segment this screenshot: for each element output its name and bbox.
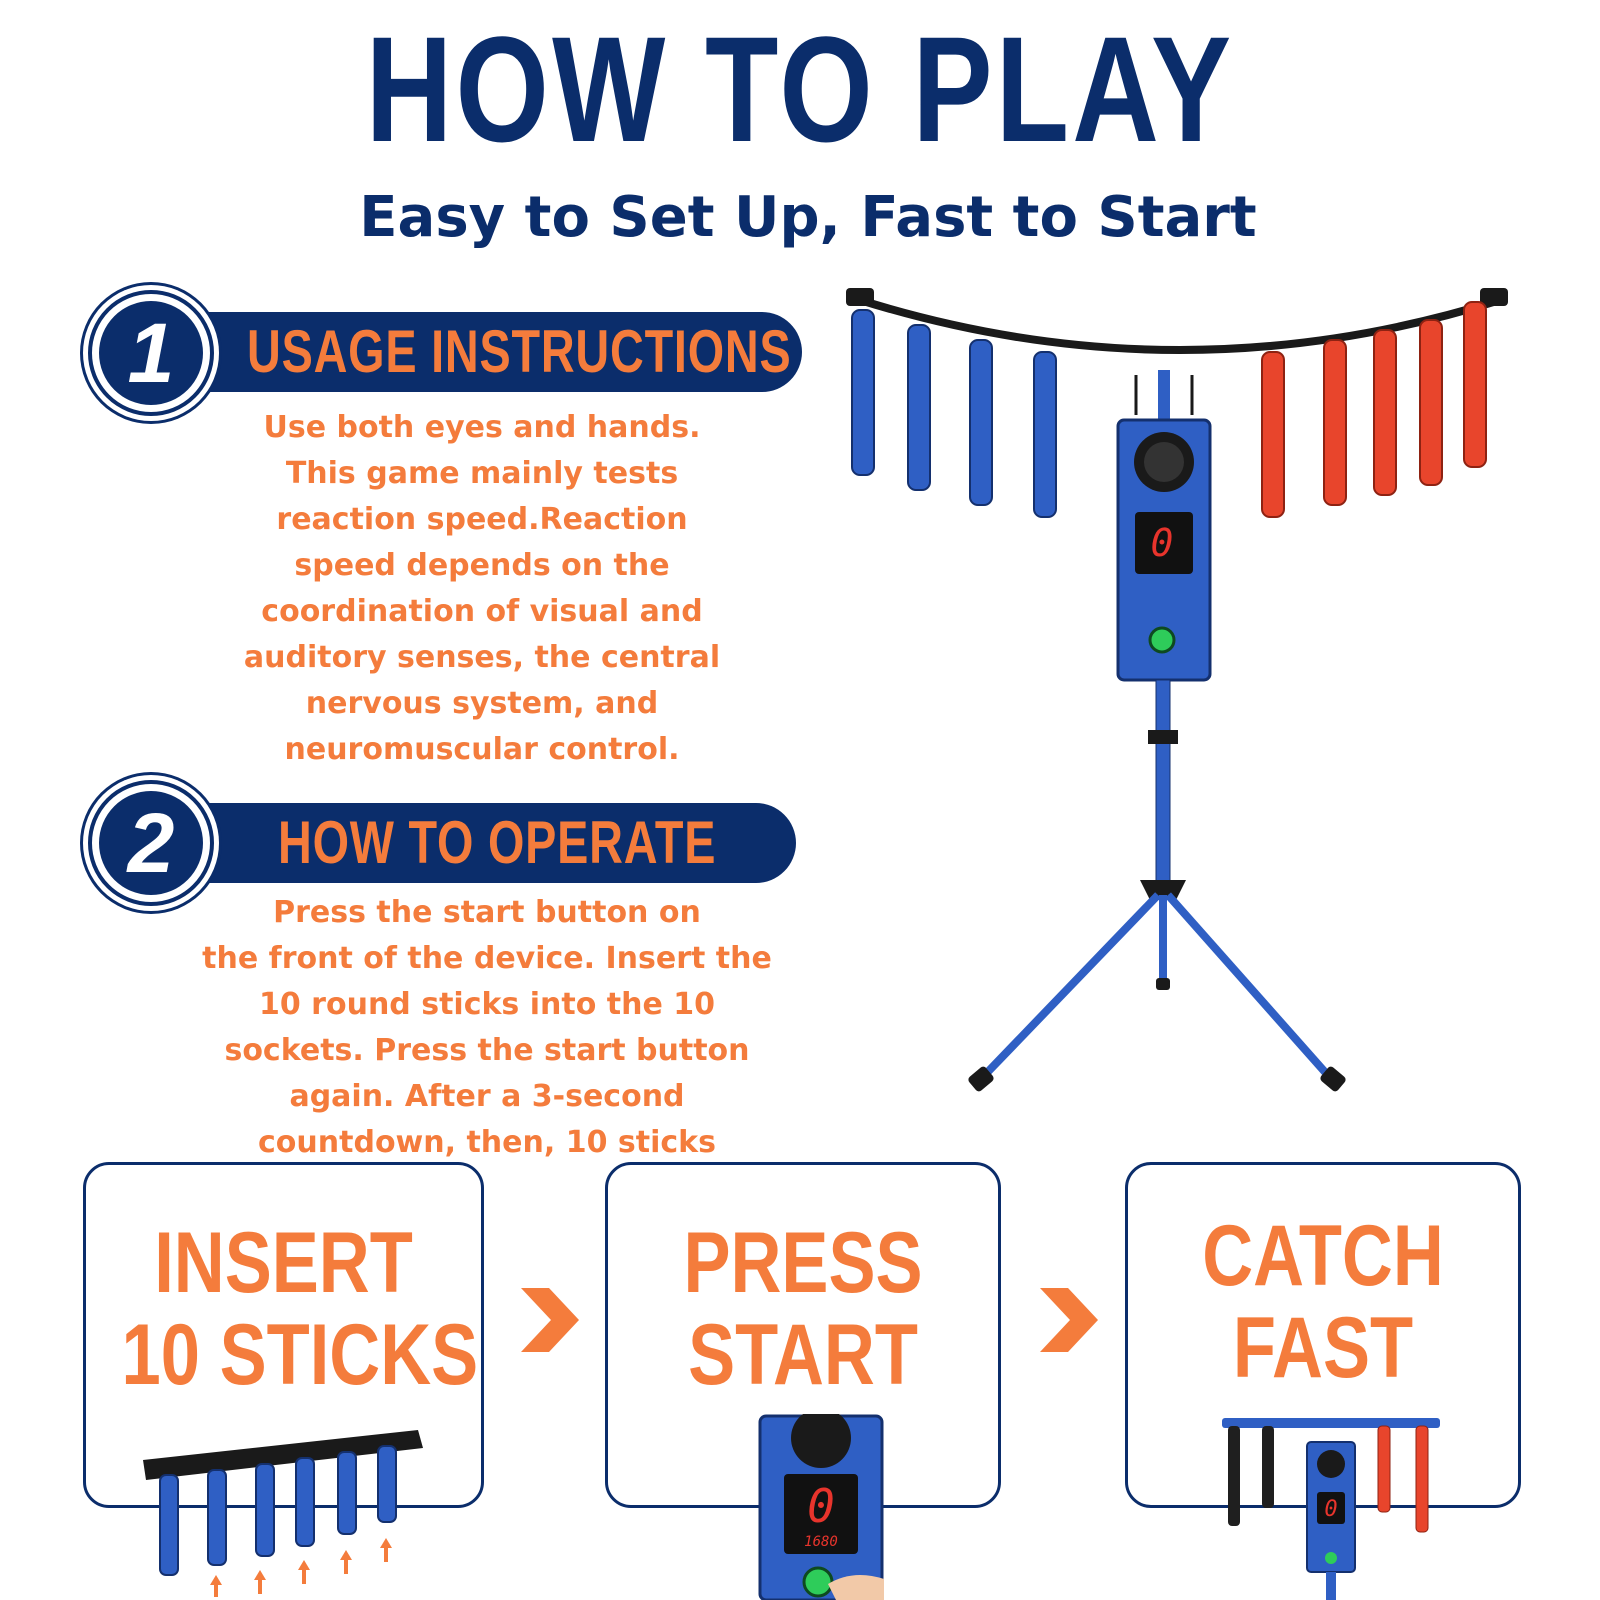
section-2-number: 2 [99, 791, 203, 895]
text-line: again. After a 3-second [289, 1079, 685, 1114]
section-2-text: Press the start button on the front of t… [172, 890, 802, 1166]
text-line: the front of the device. Insert the [202, 941, 772, 976]
step-press-line1: PRESS [683, 1215, 923, 1311]
section-2-heading: HOW TO OPERATE [278, 809, 717, 876]
step-insert-line1: INSERT [154, 1215, 413, 1311]
text-line: speed depends on the [294, 548, 670, 583]
text-line: Press the start button on [273, 895, 701, 930]
section-1-number: 1 [99, 301, 203, 405]
page-subtitle: Easy to Set Up, Fast to Start [359, 185, 1257, 250]
catch-display-digit: 0 [1324, 1497, 1337, 1522]
chevron-right-icon [1040, 1288, 1098, 1352]
press-start-illustration: 0 1680 [758, 1414, 884, 1600]
section-1-banner [150, 312, 802, 392]
press-display-small: 1680 [804, 1534, 838, 1550]
text-line: sockets. Press the start button [224, 1033, 750, 1068]
text-line: nervous system, and [305, 686, 659, 721]
section-1-text: Use both eyes and hands. This game mainl… [232, 405, 732, 773]
page-title: HOW TO PLAY [365, 5, 1235, 173]
insert-sticks-illustration [143, 1430, 423, 1597]
section-1-heading: USAGE INSTRUCTIONS [247, 318, 792, 385]
step-insert-line2: 10 STICKS [121, 1307, 479, 1403]
text-line: This game mainly tests [285, 456, 679, 491]
step-card-catch: CATCH FAST [1125, 1162, 1521, 1508]
step-insert-text: INSERT 10 STICKS [121, 1215, 479, 1403]
step-catch-line1: CATCH [1202, 1208, 1444, 1304]
device-display-digit: 0 [1151, 521, 1174, 565]
chevron-right-icon [521, 1288, 579, 1352]
text-line: 10 round sticks into the 10 [258, 987, 716, 1022]
section-2-number-badge: 2 [88, 780, 214, 906]
text-line: countdown, then, 10 sticks [258, 1125, 716, 1160]
step-press-text: PRESS START [643, 1217, 963, 1401]
catch-fast-illustration: 0 [1222, 1418, 1440, 1600]
text-line: reaction speed.Reaction [276, 502, 688, 537]
step-press-line2: START [688, 1307, 918, 1403]
text-line: Use both eyes and hands. [263, 410, 701, 445]
section-1-number-badge: 1 [88, 290, 214, 416]
reaction-trainer-illustration: 0 [846, 288, 1508, 1092]
press-display-digit: 0 [807, 1479, 835, 1533]
step-catch-line2: FAST [1232, 1300, 1414, 1396]
section-2-banner [150, 803, 796, 883]
text-line: auditory senses, the central [243, 640, 721, 675]
text-line: coordination of visual and [261, 594, 703, 629]
text-line: neuromuscular control. [284, 732, 680, 767]
step-catch-text: CATCH FAST [1163, 1210, 1483, 1394]
